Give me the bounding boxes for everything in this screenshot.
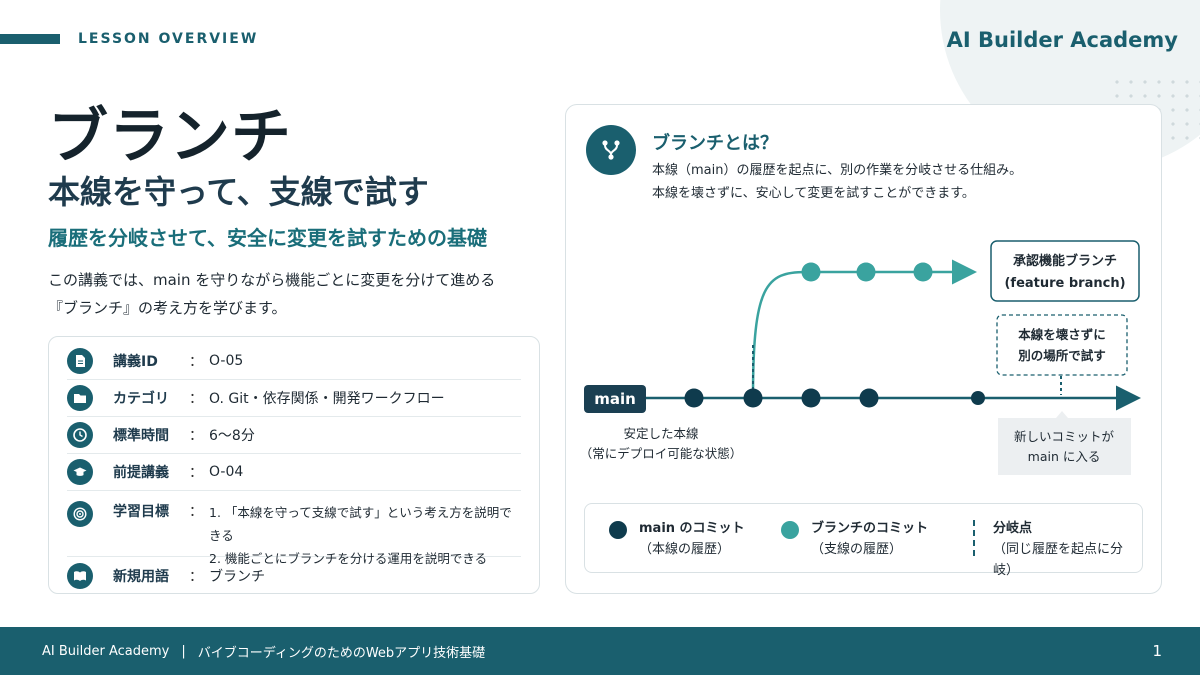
lesson-overview-label: LESSON OVERVIEW: [78, 31, 259, 47]
info-key: カテゴリ: [113, 391, 169, 407]
panel-heading: ブランチとは？: [652, 133, 778, 154]
intro-line: この講義では、main を守りながら機能ごとに変更を分けて進める: [48, 271, 496, 289]
legend-title: main のコミット: [639, 521, 745, 536]
footer-bar: AI Builder Academy | バイブコーディングのためのWebアプリ…: [0, 627, 1200, 675]
info-separator: ：: [189, 354, 203, 370]
description-line: 本線（main）の履歴を起点に、別の作業を分岐させる仕組み。: [652, 163, 1023, 178]
folder-icon: [67, 385, 93, 411]
legend-item-main-commit: main のコミット （本線の履歴）: [609, 518, 745, 560]
footer-brand: AI Builder Academy: [42, 643, 170, 659]
info-key: 標準時間: [113, 428, 169, 444]
info-value: 6〜8分: [209, 428, 255, 444]
branch-commit-dot: [856, 262, 876, 282]
branch-commit-dot: [801, 262, 821, 282]
info-separator: ：: [189, 504, 203, 520]
info-key: 前提講義: [113, 465, 169, 481]
learning-goal-item: 1. 「本線を守って支線で試す」という考え方を説明できる: [209, 505, 512, 543]
main-label: main: [594, 390, 636, 408]
main-commit-dot: [971, 391, 985, 405]
info-separator: ：: [189, 568, 203, 585]
graduation-cap-icon: [67, 459, 93, 485]
legend-sub: （本線の履歴）: [639, 542, 731, 557]
panel-description: 本線（main）の履歴を起点に、別の作業を分岐させる仕組み。 本線を壊さずに、安…: [652, 159, 1152, 205]
legend-sub: （同じ履歴を起点に分岐）: [993, 542, 1124, 578]
main-commit-group: [684, 388, 985, 408]
branch-line: [751, 259, 977, 398]
info-value: O-04: [209, 464, 244, 480]
info-row-category: カテゴリ ： O. Git・依存関係・開発ワークフロー: [67, 380, 521, 417]
info-key: 新規用語: [113, 568, 169, 585]
page-tagline: 履歴を分岐させて、安全に変更を試すための基礎: [48, 226, 487, 250]
feature-branch-label: 承認機能ブランチ: [1013, 253, 1117, 269]
info-separator: ：: [189, 391, 203, 407]
legend-title: ブランチのコミット: [811, 521, 929, 536]
main-commit-dot: [801, 388, 821, 408]
info-row-learning-goals: 学習目標 ： 1. 「本線を守って支線で試す」という考え方を説明できる 2. 機…: [67, 491, 521, 566]
legend-item-branch-commit: ブランチのコミット （支線の履歴）: [781, 518, 928, 560]
branch-explanation-panel: ブランチとは？ 本線（main）の履歴を起点に、別の作業を分岐させる仕組み。 本…: [565, 104, 1162, 594]
note-text: 本線を壊さずに: [1018, 327, 1106, 342]
note-text: 別の場所で試す: [1017, 348, 1106, 363]
clock-icon: [67, 422, 93, 448]
learning-goal-item: 2. 機能ごとにブランチを分ける運用を説明できる: [209, 551, 488, 566]
info-key: 学習目標: [113, 504, 169, 520]
branch-commit-dot-icon: [781, 521, 799, 539]
main-label-box: [584, 385, 646, 413]
target-icon: [67, 501, 93, 527]
info-row-prerequisite: 前提講義 ： O-04: [67, 454, 521, 491]
main-caption: （常にデプロイ可能な状態）: [580, 446, 743, 461]
dashed-line-icon: [973, 520, 975, 556]
legend-title: 分岐点: [993, 521, 1033, 536]
main-commit-dot-icon: [609, 521, 627, 539]
info-value: O-05: [209, 353, 244, 369]
info-value: O. Git・依存関係・開発ワークフロー: [209, 391, 445, 407]
header-accent-bar: [0, 34, 60, 44]
branch-icon: [586, 125, 636, 175]
info-separator: ：: [189, 428, 203, 444]
intro-text: この講義では、main を守りながら機能ごとに変更を分けて進める 『ブランチ』の…: [48, 266, 548, 322]
page-title: ブランチ: [48, 102, 292, 172]
diagram-legend: main のコミット （本線の履歴） ブランチのコミット （支線の履歴） 分岐点…: [584, 503, 1143, 578]
book-icon: [67, 562, 93, 589]
info-separator: ：: [189, 465, 203, 481]
page-number: 1: [1152, 642, 1162, 660]
main-commit-dot: [684, 388, 704, 408]
feature-branch-label: (feature branch): [1004, 276, 1125, 291]
page-subtitle: 本線を守って、支線で試す: [48, 173, 429, 211]
new-commit-text: 新しいコミットが: [1014, 429, 1115, 444]
legend-sub: （支線の履歴）: [811, 542, 903, 557]
main-commit-dot: [743, 388, 763, 408]
branch-diagram: main 安定した本線 （常にデプロイ可能な状態） 承認機能ブランチ (feat…: [580, 240, 1141, 475]
new-commit-text: main に入る: [1028, 449, 1101, 464]
feature-branch-box: [990, 240, 1140, 302]
note-box: [996, 314, 1128, 376]
info-key: 講義ID: [113, 354, 158, 370]
new-commit-callout: [998, 411, 1131, 475]
branch-commit-group: [801, 262, 933, 282]
branch-commit-dot: [913, 262, 933, 282]
legend-item-branch-point: 分岐点 （同じ履歴を起点に分岐）: [969, 518, 1142, 581]
intro-line: 『ブランチ』の考え方を学びます。: [48, 299, 287, 317]
main-caption: 安定した本線: [623, 426, 699, 441]
main-commit-dot: [859, 388, 879, 408]
description-line: 本線を壊さずに、安心して変更を試すことができます。: [652, 186, 975, 201]
info-value: ブランチ: [209, 568, 265, 585]
info-value-list: 1. 「本線を守って支線で試す」という考え方を説明できる 2. 機能ごとにブラン…: [209, 501, 521, 570]
brand-logo-text: AI Builder Academy: [946, 28, 1178, 52]
document-icon: [67, 348, 93, 374]
info-row-new-terms: 新規用語 ： ブランチ: [67, 557, 521, 594]
lesson-info-card: 講義ID ： O-05 カテゴリ ： O. Git・依存関係・開発ワークフロー …: [48, 336, 540, 594]
footer-divider: |: [181, 643, 186, 659]
footer-course-title: バイブコーディングのためのWebアプリ技術基礎: [197, 645, 486, 661]
info-row-lesson-id: 講義ID ： O-05: [67, 343, 521, 380]
info-row-duration: 標準時間 ： 6〜8分: [67, 417, 521, 454]
